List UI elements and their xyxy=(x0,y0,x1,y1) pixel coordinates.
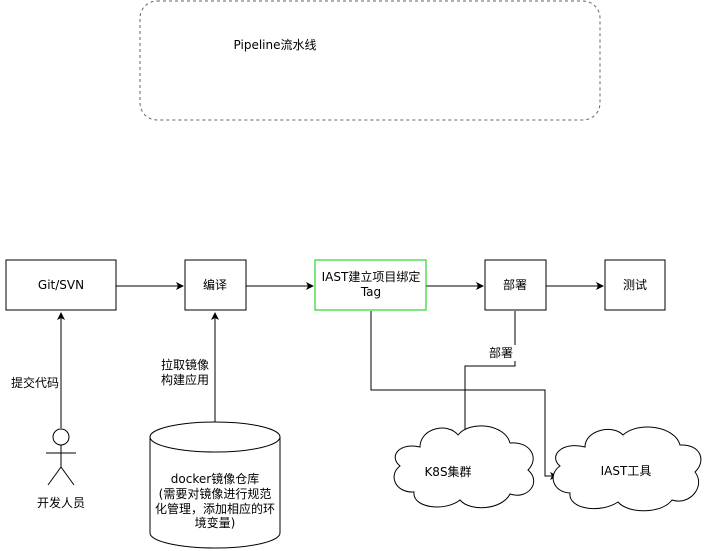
developer-actor-icon xyxy=(46,428,76,486)
iast-tag-label-line1: IAST建立项目绑定 xyxy=(322,269,421,284)
iast-tool-cloud-icon xyxy=(552,426,702,512)
test-node: 测试 xyxy=(604,259,666,311)
git-svn-node: Git/SVN xyxy=(5,259,117,311)
compile-label: 编译 xyxy=(203,277,227,292)
compile-node: 编译 xyxy=(184,259,247,311)
iast-tag-node: IAST建立项目绑定 Tag xyxy=(314,259,427,311)
docker-label-line1: docker镜像仓库 xyxy=(171,471,259,486)
pipeline-container: Pipeline流水线 xyxy=(139,0,601,121)
git-svn-label: Git/SVN xyxy=(38,278,84,292)
deploy-edge-label: 部署 xyxy=(489,345,513,360)
deploy-edge-label-bg xyxy=(487,345,517,361)
pull-image-label: 拉取镜像 xyxy=(161,357,209,372)
docker-label-line2: (需要对镜像进行规范 xyxy=(159,486,272,501)
edge-iast-to-tool xyxy=(370,311,558,480)
build-app-label: 构建应用 xyxy=(161,372,209,387)
k8s-label: K8S集群 xyxy=(424,464,471,479)
pipeline-label: Pipeline流水线 xyxy=(234,38,317,52)
iast-tool-label: IAST工具 xyxy=(601,464,652,478)
iast-tag-label-line2: Tag xyxy=(360,285,381,299)
edge-deploy-to-k8s xyxy=(461,311,516,458)
docker-registry-node: docker镜像仓库 (需要对镜像进行规范 化管理，添加相应的环 境变量) xyxy=(149,421,281,549)
docker-label-line4: 境变量) xyxy=(195,515,236,530)
commit-code-label: 提交代码 xyxy=(11,375,59,390)
test-label: 测试 xyxy=(623,277,647,292)
iast-tool-node: IAST工具 xyxy=(552,426,702,512)
k8s-cluster-node: K8S集群 xyxy=(393,425,535,509)
connectors xyxy=(57,282,604,480)
deploy-label: 部署 xyxy=(503,277,527,292)
docker-label-line3: 化管理，添加相应的环 xyxy=(155,501,275,516)
k8s-cloud-icon xyxy=(393,425,535,509)
deploy-node: 部署 xyxy=(484,259,547,311)
developer-label: 开发人员 xyxy=(37,495,85,510)
